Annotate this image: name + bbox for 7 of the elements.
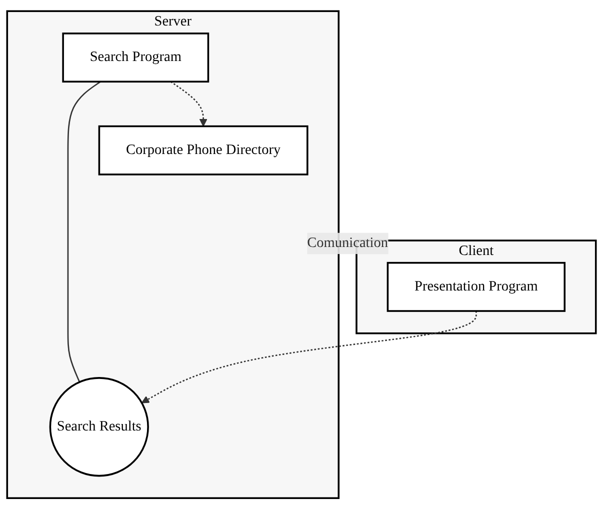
node-box: Search Program [62,32,210,82]
arrow [170,80,208,126]
node-box: Presentation Program [386,262,566,312]
node-circle: Search Results [49,376,149,477]
arrow [141,310,477,404]
connector [67,80,101,382]
node-box: Corporate Phone Directory [98,125,308,176]
